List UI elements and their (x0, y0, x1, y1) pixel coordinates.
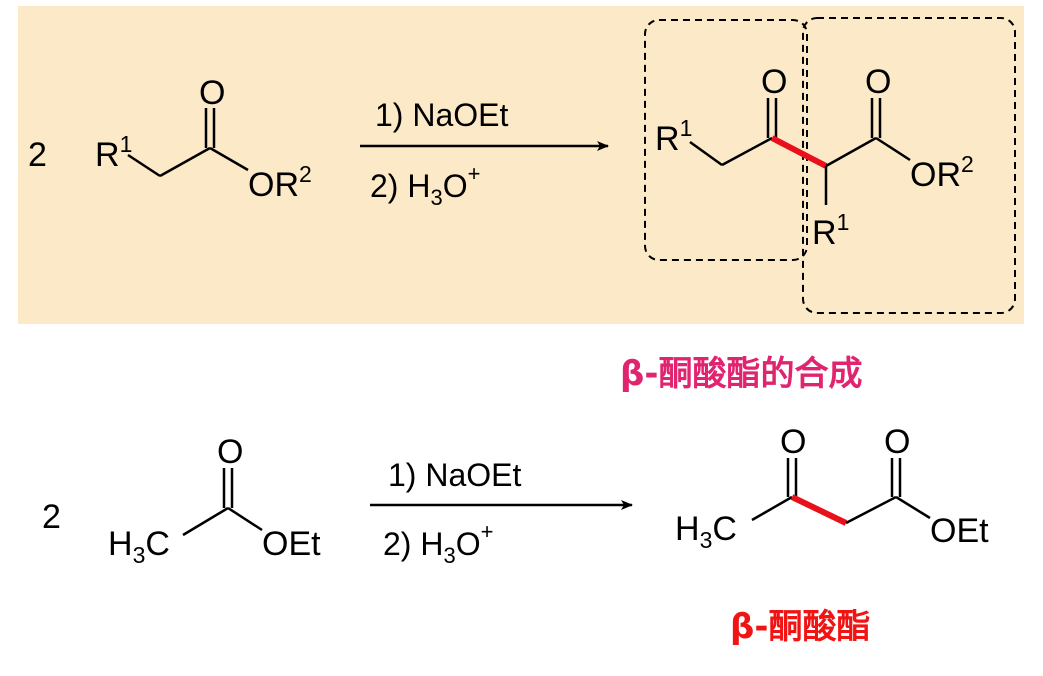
reactant-carbonyl-oxygen: O (199, 74, 225, 112)
example-product-ketone-oxygen: O (780, 423, 806, 461)
general-caption: β-酮酸酯的合成 (620, 354, 862, 394)
product-r-left: R1 (655, 115, 692, 158)
example-product-bond-2 (845, 495, 897, 525)
general-conditions: 1) NaOEt 2) H3O+ (360, 97, 609, 210)
example-product-ester: OEt (930, 512, 989, 550)
example-reactant-bond-1 (182, 506, 229, 537)
example-product-methyl: H3C (675, 510, 737, 553)
example-reactant-bond-2 (227, 506, 263, 532)
reactant-bond-3 (209, 146, 249, 172)
product-bond-3 (825, 136, 877, 168)
general-coefficient: 2 (28, 136, 47, 174)
product-left-fragment-box (644, 19, 808, 261)
condition-step-2: 2) H3O+ (370, 161, 480, 210)
product-r-alpha: R1 (812, 209, 849, 252)
reactant-bond-2 (159, 146, 211, 178)
example-condition-step-1: 1) NaOEt (388, 457, 521, 493)
general-reaction-panel (18, 6, 1024, 324)
example-reactant-ester: OEt (262, 525, 321, 563)
product-right-fragment-box (802, 17, 1016, 314)
example-product-bond-1 (751, 495, 793, 522)
general-reactant: R1 O OR2 (95, 74, 312, 204)
reactant-ester-group: OR2 (248, 161, 312, 204)
example-product-ester-carbonyl-oxygen: O (884, 423, 910, 461)
product-bond-4 (875, 136, 911, 162)
example-condition-step-2: 2) H3O+ (383, 519, 493, 568)
example-conditions: 1) NaOEt 2) H3O+ (370, 457, 633, 568)
product-ester-group: OR2 (910, 151, 974, 194)
example-reactant-methyl: H3C (108, 525, 170, 568)
reactant-bond-1 (127, 153, 161, 178)
example-product: H3C O O OEt (675, 423, 989, 553)
product-ketone-oxygen: O (761, 63, 787, 101)
product-bond-1 (689, 140, 723, 167)
product-ester-carbonyl-oxygen: O (865, 63, 891, 101)
example-product-new-cc-bond (790, 494, 848, 526)
example-product-bond-3 (895, 495, 931, 520)
example-reactant: H3C O OEt (108, 433, 321, 568)
reactant-r-group: R1 (95, 131, 132, 174)
general-product: R1 O O OR2 R1 (644, 17, 1016, 314)
example-coefficient: 2 (42, 498, 61, 536)
example-caption: β-酮酸酯 (730, 607, 870, 647)
product-new-cc-bond (770, 135, 828, 169)
example-reactant-carbonyl-oxygen: O (217, 433, 243, 471)
condition-step-1: 1) NaOEt (375, 97, 508, 133)
product-bond-2 (721, 136, 773, 167)
